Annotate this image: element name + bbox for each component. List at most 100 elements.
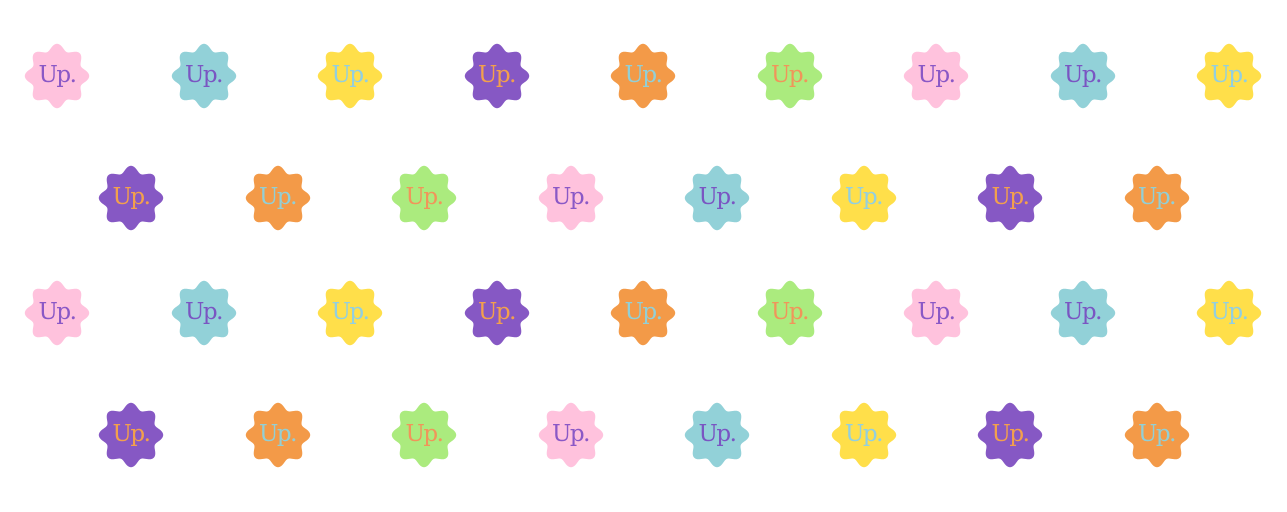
badge-fill — [171, 43, 236, 109]
badge-fill — [684, 165, 750, 231]
badge-fill — [610, 280, 676, 346]
badge-fill — [464, 280, 529, 346]
badge: Up. — [1196, 280, 1262, 346]
scalloped-badge-shape — [831, 165, 896, 231]
badge-fill — [1050, 280, 1115, 346]
badge-label: Up. — [991, 184, 1030, 210]
scalloped-badge-shape — [1124, 165, 1189, 231]
badge-fill — [903, 43, 969, 109]
badge-label: Up. — [405, 184, 444, 210]
badge-label: Up. — [38, 299, 77, 325]
scalloped-badge-shape — [684, 402, 750, 468]
badge: Up. — [903, 43, 969, 109]
scalloped-badge-shape — [171, 280, 236, 346]
scalloped-badge-shape — [1124, 402, 1189, 468]
scalloped-badge-shape — [391, 165, 457, 231]
scalloped-badge-shape — [317, 43, 383, 109]
badge-label: Up. — [552, 184, 590, 210]
badge: Up. — [317, 280, 383, 346]
badge-label: Up. — [1138, 184, 1176, 210]
badge-label: Up. — [259, 184, 297, 210]
badge: Up. — [171, 280, 237, 346]
badge: Up. — [757, 280, 823, 346]
badge-fill — [245, 402, 310, 468]
scalloped-badge-shape — [464, 43, 529, 109]
badge-fill — [977, 165, 1043, 231]
badge-fill — [1124, 402, 1189, 468]
badge-label: Up. — [845, 421, 883, 447]
badge-fill — [24, 280, 90, 346]
scalloped-badge-shape — [24, 280, 90, 346]
scalloped-badge-shape — [977, 165, 1043, 231]
badge-fill — [538, 402, 603, 468]
badge-fill — [538, 165, 603, 231]
badge: Up. — [464, 280, 530, 346]
badge: Up. — [1124, 165, 1190, 231]
badge-label: Up. — [698, 184, 737, 210]
badge-label: Up. — [624, 62, 663, 88]
scalloped-badge-shape — [1196, 43, 1262, 109]
badge-label: Up. — [478, 62, 516, 88]
badge: Up. — [98, 165, 164, 231]
badge-label: Up. — [478, 299, 516, 325]
badge-fill — [1196, 280, 1262, 346]
badge-label: Up. — [624, 299, 663, 325]
badge-label: Up. — [845, 184, 883, 210]
badge-fill — [391, 402, 457, 468]
badge-fill — [98, 165, 164, 231]
scalloped-badge-shape — [1196, 280, 1262, 346]
badge-label: Up. — [1210, 62, 1249, 88]
badge-fill — [98, 402, 164, 468]
badge-label: Up. — [771, 299, 809, 325]
badge-fill — [1196, 43, 1262, 109]
badge-fill — [757, 280, 822, 346]
badge: Up. — [684, 402, 750, 468]
badge-label: Up. — [331, 62, 370, 88]
scalloped-badge-shape — [831, 402, 896, 468]
scalloped-badge-shape — [610, 280, 676, 346]
badge-label: Up. — [552, 421, 590, 447]
badge: Up. — [538, 402, 604, 468]
badge-fill — [757, 43, 822, 109]
badge-label: Up. — [1064, 299, 1102, 325]
badge-fill — [977, 402, 1043, 468]
badge: Up. — [245, 402, 311, 468]
badge: Up. — [1196, 43, 1262, 109]
badge-label: Up. — [38, 62, 77, 88]
badge-fill — [903, 280, 969, 346]
badge: Up. — [977, 402, 1043, 468]
scalloped-badge-shape — [903, 280, 969, 346]
badge-label: Up. — [698, 421, 737, 447]
badge-label: Up. — [1210, 299, 1249, 325]
badge: Up. — [391, 402, 457, 468]
scalloped-badge-shape — [245, 165, 310, 231]
badge: Up. — [684, 165, 750, 231]
badge-label: Up. — [991, 421, 1030, 447]
badge-fill — [24, 43, 90, 109]
scalloped-badge-shape — [98, 402, 164, 468]
scalloped-badge-shape — [538, 165, 603, 231]
badge: Up. — [610, 43, 676, 109]
badge: Up. — [464, 43, 530, 109]
badge-label: Up. — [331, 299, 370, 325]
badge-fill — [831, 402, 896, 468]
badge-label: Up. — [771, 62, 809, 88]
badge-fill — [1124, 165, 1189, 231]
badge-label: Up. — [185, 299, 223, 325]
badge: Up. — [24, 43, 90, 109]
badge-label: Up. — [1138, 421, 1176, 447]
badge-label: Up. — [112, 421, 151, 447]
badge: Up. — [171, 43, 237, 109]
badge: Up. — [610, 280, 676, 346]
scalloped-badge-shape — [977, 402, 1043, 468]
badge-label: Up. — [1064, 62, 1102, 88]
badge: Up. — [903, 280, 969, 346]
scalloped-badge-shape — [538, 402, 603, 468]
badge: Up. — [245, 165, 311, 231]
scalloped-badge-shape — [98, 165, 164, 231]
badge-fill — [317, 43, 383, 109]
scalloped-badge-shape — [684, 165, 750, 231]
badge-label: Up. — [917, 62, 956, 88]
badge: Up. — [317, 43, 383, 109]
